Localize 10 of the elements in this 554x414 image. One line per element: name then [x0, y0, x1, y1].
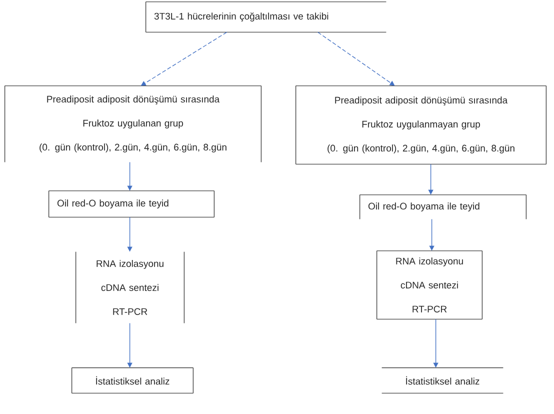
process-box: RNA izolasyonu cDNA sentezi RT-PCR	[376, 250, 483, 320]
process-box: Oil red-O boyama ile teyid	[48, 190, 215, 218]
process-box: İstatistiksel analiz	[381, 367, 504, 394]
arrow	[317, 32, 395, 86]
process-box: Oil red-O boyama ile teyid	[359, 194, 527, 220]
process-box: İstatistiksel analiz	[71, 367, 194, 394]
process-box: RNA izolasyonu cDNA sentezi RT-PCR	[75, 251, 185, 324]
process-box: 3T3L-1 hücrelerinin çoğaltılması ve takibi	[145, 1, 387, 33]
process-box: Preadiposit adiposit dönüşümü sırasında Fruktoz uygulanmayan grup (0. gün (kontrol), 2.gün, 4.gün, 6.gün, 8.gün	[295, 85, 547, 165]
process-box: Preadiposit adiposit dönüşümü sırasında Fruktoz uygulanan grup (0. gün (kontrol), 2.gün, 4.gün, 6.gün, 8.gün	[4, 85, 262, 163]
